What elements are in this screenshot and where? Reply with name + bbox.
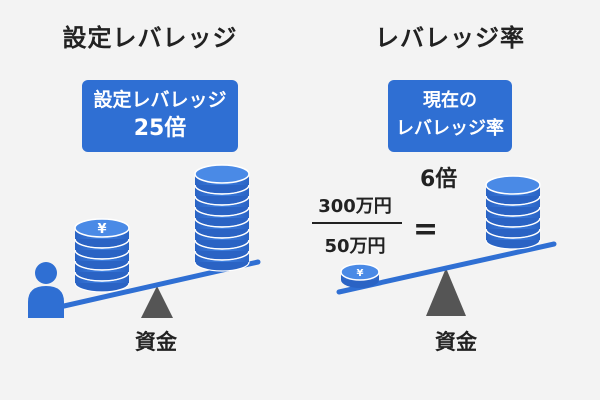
coin-stack-small-icon: ¥ <box>74 218 130 293</box>
fraction-denominator: 50万円 <box>324 236 386 257</box>
right-panel-title: レバレッジ率 <box>375 24 525 52</box>
current-leverage-box-line2: レバレッジ率 <box>396 118 504 139</box>
set-leverage-box: 設定レバレッジ 25倍 <box>82 80 238 152</box>
current-leverage-box: 現在の レバレッジ率 <box>388 80 512 152</box>
right-funds-label: 資金 <box>435 330 477 354</box>
left-fulcrum-icon <box>141 286 173 318</box>
person-icon <box>28 262 64 318</box>
left-panel-title: 設定レバレッジ <box>62 24 238 52</box>
equals-sign: = <box>413 212 439 247</box>
yen-symbol: ¥ <box>357 268 364 279</box>
set-leverage-box-label: 設定レバレッジ <box>93 89 227 111</box>
coin-stack-large-right-icon <box>485 175 541 250</box>
yen-coin-icon: ¥ <box>340 263 380 288</box>
yen-symbol: ¥ <box>97 222 106 237</box>
current-leverage-box-line1: 現在の <box>423 90 477 111</box>
right-fulcrum-icon <box>426 268 466 316</box>
coin-stack-large-icon <box>194 164 250 272</box>
set-leverage-box-value: 25倍 <box>133 116 187 141</box>
leverage-result: 6倍 <box>420 167 458 192</box>
left-funds-label: 資金 <box>135 330 177 354</box>
fraction-bar <box>312 222 402 224</box>
fraction-numerator: 300万円 <box>318 196 392 217</box>
